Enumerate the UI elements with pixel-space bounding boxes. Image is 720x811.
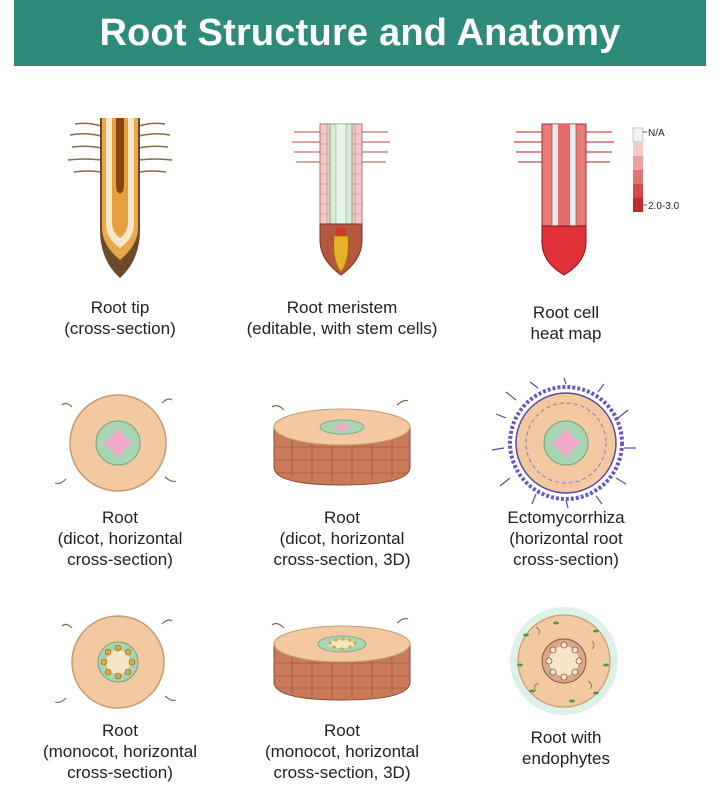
root-meristem-caption: Root meristem(editable, with stem cells) bbox=[246, 298, 438, 338]
heat-map-legend: N/A 2.0-3.0 bbox=[632, 127, 680, 212]
root-heat-map-illustration: N/A 2.0-3.0 bbox=[514, 123, 680, 276]
monocot-3d-illustration bbox=[271, 617, 411, 701]
ectomycorrhiza-illustration bbox=[491, 378, 636, 508]
dicot-3d-illustration bbox=[271, 399, 411, 486]
monocot-cross-section-illustration bbox=[54, 615, 177, 709]
endophytes-illustration bbox=[510, 607, 618, 715]
root-tip-caption: Root tip(cross-section) bbox=[64, 298, 176, 338]
page-title: Root Structure and Anatomy bbox=[99, 11, 621, 54]
root-tip-illustration bbox=[67, 118, 173, 278]
legend-bottom-label: 2.0-3.0 bbox=[648, 201, 680, 212]
legend-top-label: N/A bbox=[648, 128, 665, 139]
dicot-cross-section-illustration bbox=[54, 394, 177, 492]
title-banner: Root Structure and Anatomy bbox=[14, 0, 706, 66]
root-meristem-illustration bbox=[292, 123, 390, 276]
